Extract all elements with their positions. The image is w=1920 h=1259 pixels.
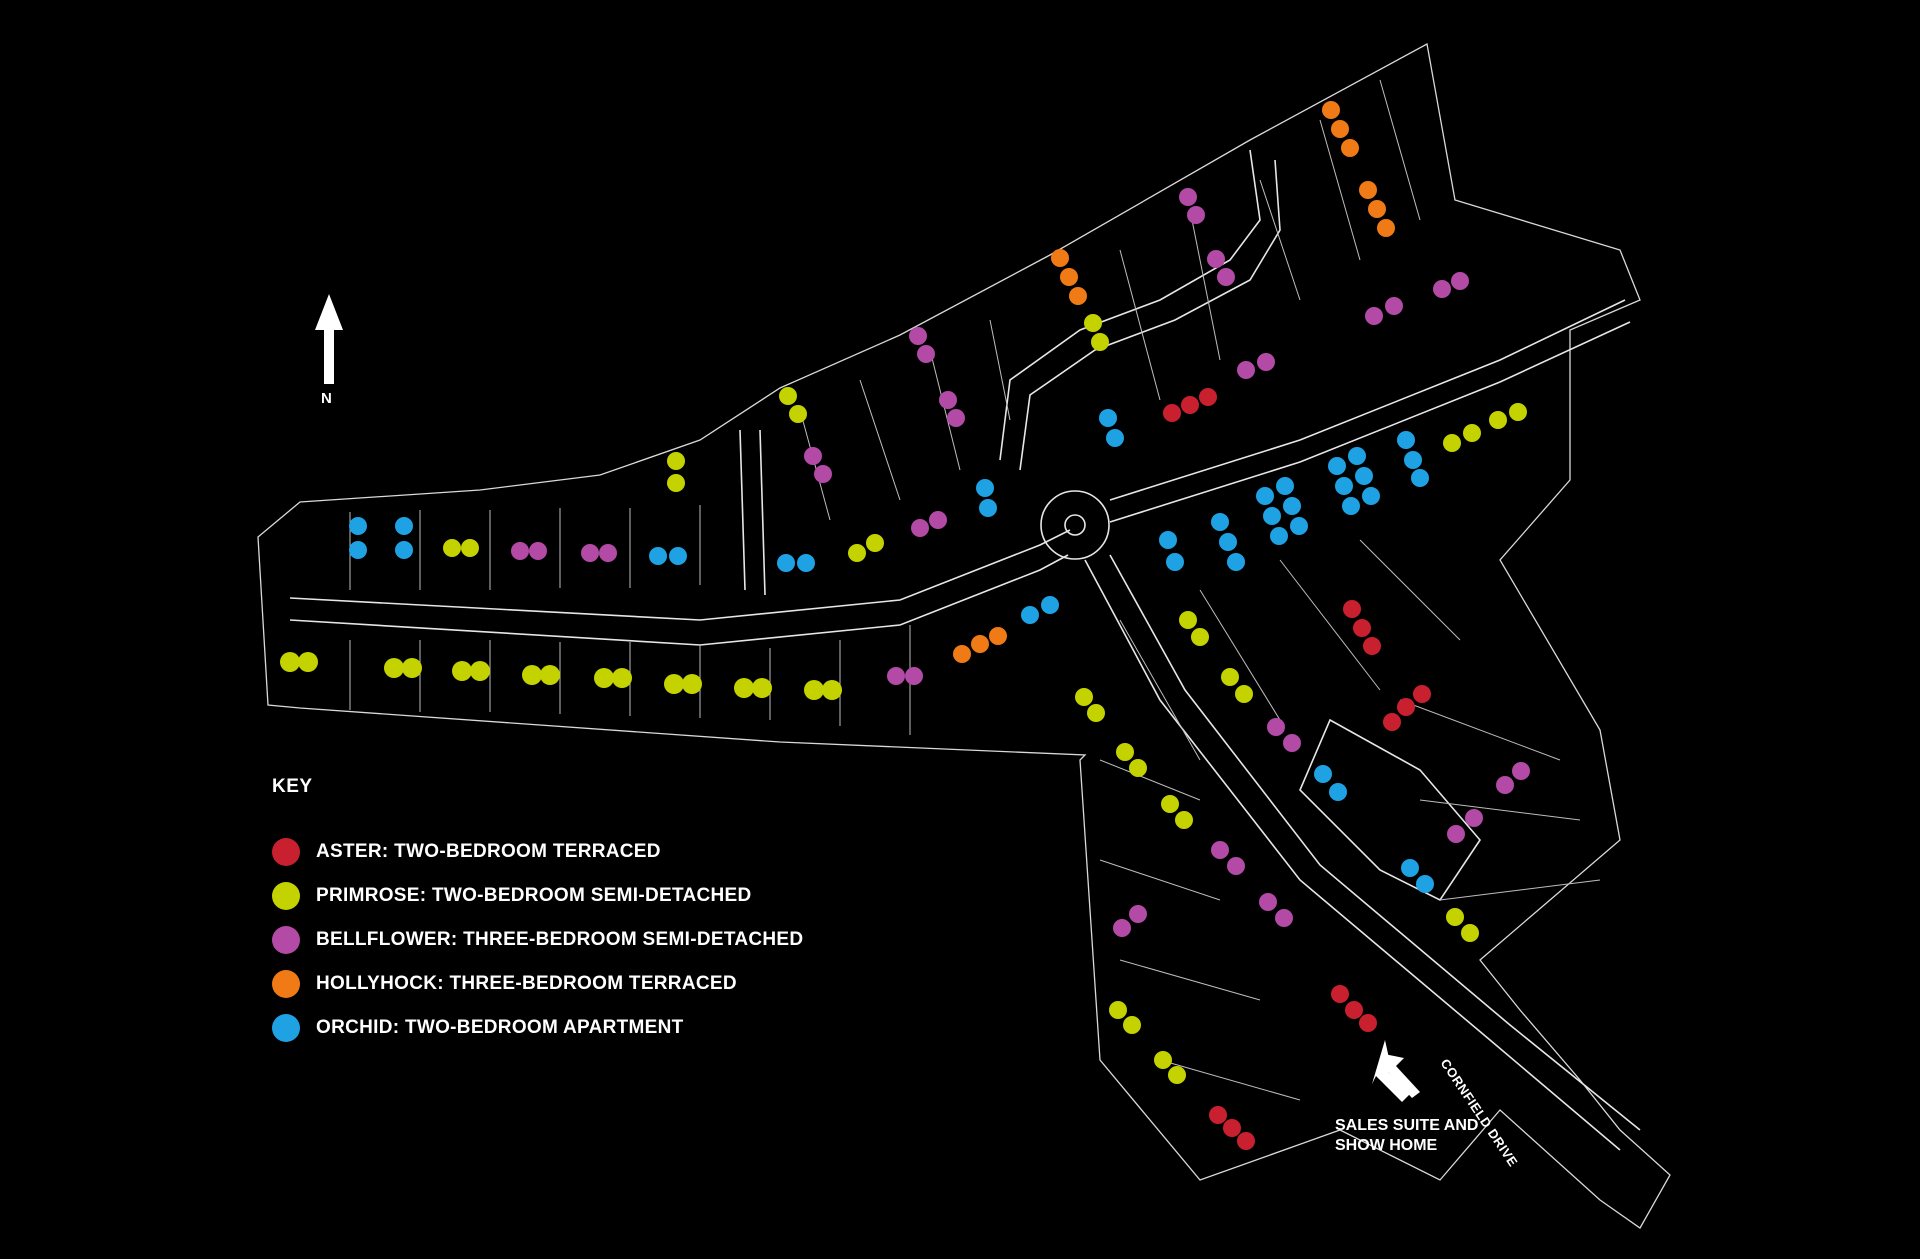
main-road-east	[1109, 299, 1626, 501]
north-label: N	[321, 390, 332, 407]
key-item-orchid: ORCHID: TWO-BEDROOM APARTMENT	[272, 1014, 803, 1042]
key-label-orchid: ORCHID: TWO-BEDROOM APARTMENT	[316, 1017, 684, 1038]
roundabout	[1040, 490, 1110, 560]
sales-label-line2: SHOW HOME	[1335, 1137, 1438, 1154]
bellflower-swatch-icon	[272, 926, 300, 954]
key-label-aster: ASTER: TWO-BEDROOM TERRACED	[316, 841, 661, 862]
aster-swatch-icon	[272, 838, 300, 866]
main-road-south	[1084, 559, 1621, 1151]
main-road-west-inner	[289, 554, 1069, 646]
hollyhock-swatch-icon	[272, 970, 300, 998]
sales-pointer-arrow-icon	[1372, 1040, 1420, 1102]
south-east-loop	[1299, 718, 1482, 902]
hollyhock-units	[953, 101, 1395, 663]
unit-markers	[280, 101, 1530, 1150]
primrose-units	[280, 314, 1527, 1084]
north-road	[999, 149, 1261, 461]
west-spur	[739, 429, 746, 591]
main-road-east-inner	[1109, 321, 1631, 523]
key-item-aster: ASTER: TWO-BEDROOM TERRACED	[272, 838, 803, 866]
site-boundary	[257, 42, 1671, 1229]
roundabout-centre	[1064, 514, 1086, 536]
key-label-hollyhock: HOLLYHOCK: THREE-BEDROOM TERRACED	[316, 973, 737, 994]
sales-suite-label: SALES SUITE AND SHOW HOME	[1335, 1116, 1535, 1156]
orchid-swatch-icon	[272, 1014, 300, 1042]
main-road-west	[289, 529, 1071, 621]
primrose-swatch-icon	[272, 882, 300, 910]
key-title: KEY	[272, 776, 313, 797]
west-spur-inner	[759, 429, 766, 596]
key-label-primrose: PRIMROSE: TWO-BEDROOM SEMI-DETACHED	[316, 885, 752, 906]
key-legend: ASTER: TWO-BEDROOM TERRACED PRIMROSE: TW…	[272, 838, 803, 1058]
main-road-south-inner	[1109, 554, 1641, 1131]
sales-label-line1: SALES SUITE AND	[1335, 1117, 1479, 1134]
north-road-inner	[1019, 159, 1281, 471]
key-item-bellflower: BELLFLOWER: THREE-BEDROOM SEMI-DETACHED	[272, 926, 803, 954]
key-item-primrose: PRIMROSE: TWO-BEDROOM SEMI-DETACHED	[272, 882, 803, 910]
key-label-bellflower: BELLFLOWER: THREE-BEDROOM SEMI-DETACHED	[316, 929, 804, 950]
bellflower-units	[511, 188, 1530, 937]
north-arrow-icon	[315, 294, 343, 384]
orchid-units	[349, 409, 1434, 893]
key-item-hollyhock: HOLLYHOCK: THREE-BEDROOM TERRACED	[272, 970, 803, 998]
aster-units	[1163, 388, 1431, 1150]
